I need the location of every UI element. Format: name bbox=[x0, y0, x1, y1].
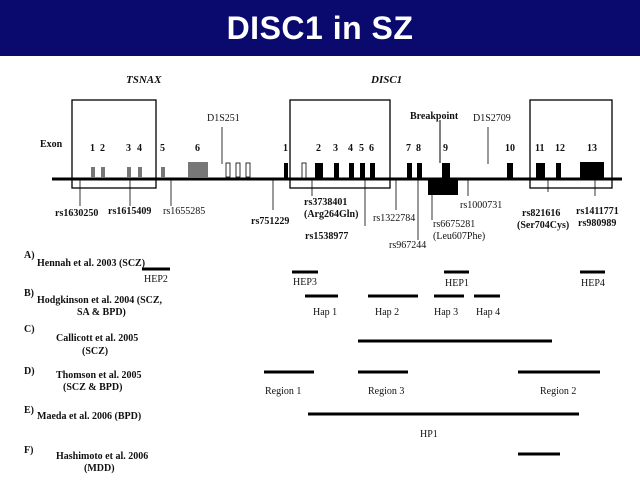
disc1-exon-number-6: 6 bbox=[369, 143, 374, 154]
disc1-exon-number-11: 11 bbox=[535, 143, 545, 154]
rs1000731-label: rs1000731 bbox=[460, 200, 503, 211]
study-d-line1: Thomson et al. 2005 bbox=[56, 370, 142, 381]
rs751229-label: rs751229 bbox=[251, 216, 290, 227]
hep3-label: HEP3 bbox=[293, 277, 317, 288]
exon-label: Exon bbox=[40, 139, 63, 150]
disc1-exon-5 bbox=[360, 163, 365, 178]
region2-label: Region 2 bbox=[540, 386, 577, 397]
tsnax-label: TSNAX bbox=[126, 74, 162, 86]
study-e-line1: Maeda et al. 2006 (BPD) bbox=[37, 411, 142, 422]
study-d-letter: D) bbox=[24, 366, 35, 377]
hep1-label: HEP1 bbox=[445, 278, 469, 289]
study-b-line1: Hodgkinson et al. 2004 (SCZ, bbox=[37, 295, 163, 306]
intergenic-box-3 bbox=[245, 162, 251, 178]
tsnax-exon-number-6: 6 bbox=[195, 143, 200, 154]
disc1-exon-number-13: 13 bbox=[587, 143, 597, 154]
study-e-letter: E) bbox=[24, 405, 34, 416]
hep4-label: HEP4 bbox=[581, 278, 605, 289]
disc1-box-right bbox=[529, 99, 613, 189]
study-a-line1: Hennah et al. 2003 (SCZ) bbox=[37, 258, 146, 269]
disc1-exon-2-open bbox=[301, 162, 307, 179]
disc1-exon-11 bbox=[536, 163, 545, 178]
disc1-exon-4 bbox=[349, 163, 354, 178]
disc1-exon-number-1: 1 bbox=[283, 143, 288, 154]
tsnax-exon-number-5: 5 bbox=[160, 143, 165, 154]
breakpoint-block bbox=[428, 180, 458, 195]
tsnax-exon-1 bbox=[91, 167, 95, 178]
region1-label: Region 1 bbox=[265, 386, 302, 397]
disc1-exon-8 bbox=[417, 163, 422, 178]
disc1-exon-number-10: 10 bbox=[505, 143, 515, 154]
rs980989-label: rs980989 bbox=[578, 218, 617, 229]
ser704cys-label: (Ser704Cys) bbox=[517, 220, 570, 231]
disc1-exon-number-2: 2 bbox=[316, 143, 321, 154]
rs1322784-label: rs1322784 bbox=[373, 213, 416, 224]
intergenic-box-1 bbox=[225, 162, 231, 178]
d1s251-label: D1S251 bbox=[207, 113, 240, 124]
rs1411771-label: rs1411771 bbox=[576, 206, 619, 217]
rs1630250-label: rs1630250 bbox=[55, 208, 99, 219]
tsnax-exon-6 bbox=[188, 162, 208, 178]
d1s2709-label: D1S2709 bbox=[473, 113, 511, 124]
disc1-exon-number-12: 12 bbox=[555, 143, 565, 154]
hap4-label: Hap 4 bbox=[476, 307, 501, 318]
intergenic-box-2 bbox=[235, 162, 241, 178]
hap3-label: Hap 3 bbox=[434, 307, 459, 318]
disc1-exon-number-5: 5 bbox=[359, 143, 364, 154]
rs967244-label: rs967244 bbox=[389, 240, 427, 251]
tsnax-exon-number-1: 1 bbox=[90, 143, 95, 154]
study-f-line2: (MDD) bbox=[84, 463, 115, 474]
disc1-exon-9 bbox=[442, 163, 450, 178]
hap2-label: Hap 2 bbox=[375, 307, 400, 318]
study-c-line2: (SCZ) bbox=[82, 346, 109, 357]
disc1-label: DISC1 bbox=[371, 74, 403, 86]
study-f-letter: F) bbox=[24, 445, 34, 456]
region3-label: Region 3 bbox=[368, 386, 405, 397]
tsnax-exon-5 bbox=[161, 167, 165, 178]
disc1-exon-number-9: 9 bbox=[443, 143, 448, 154]
study-c-letter: C) bbox=[24, 324, 35, 335]
disc1-exon-3 bbox=[334, 163, 339, 178]
rs1615409-label: rs1615409 bbox=[108, 206, 152, 217]
tsnax-exon-4 bbox=[138, 167, 142, 178]
disc1-exon-12 bbox=[556, 163, 561, 178]
study-b-line2: SA & BPD) bbox=[77, 307, 126, 318]
tsnax-exon-3 bbox=[127, 167, 131, 178]
disc1-exon-1 bbox=[284, 163, 288, 178]
study-c-line1: Callicott et al. 2005 bbox=[56, 333, 139, 344]
disc1-exon-6 bbox=[370, 163, 375, 178]
tsnax-exon-number-4: 4 bbox=[137, 143, 142, 154]
disc1-exon-10 bbox=[507, 163, 513, 178]
tsnax-box bbox=[71, 99, 157, 189]
disc1-exon-number-3: 3 bbox=[333, 143, 338, 154]
rs3738401-label: rs3738401 bbox=[304, 197, 348, 208]
disc1-exon-2 bbox=[315, 163, 323, 178]
arg264gln-label: (Arg264Gln) bbox=[304, 209, 359, 220]
tsnax-exon-number-3: 3 bbox=[126, 143, 131, 154]
hp1-label: HP1 bbox=[420, 429, 438, 440]
rs1538977-label: rs1538977 bbox=[305, 231, 349, 242]
hap1-label: Hap 1 bbox=[313, 307, 338, 318]
disc1-exon-number-8: 8 bbox=[416, 143, 421, 154]
slide-title: DISC1 in SZ bbox=[226, 9, 414, 46]
study-d-line2: (SCZ & BPD) bbox=[63, 382, 123, 393]
rs6675281-label: rs6675281 bbox=[433, 219, 476, 230]
leu607phe-label: (Leu607Phe) bbox=[433, 231, 486, 242]
tsnax-exon-number-2: 2 bbox=[100, 143, 105, 154]
disc1-exon-number-7: 7 bbox=[406, 143, 411, 154]
breakpoint-label: Breakpoint bbox=[410, 111, 459, 122]
hep2-label: HEP2 bbox=[144, 274, 168, 285]
disc1-exon-number-4: 4 bbox=[348, 143, 353, 154]
rs1655285-label: rs1655285 bbox=[163, 206, 206, 217]
study-a-letter: A) bbox=[24, 250, 35, 261]
tsnax-exon-2 bbox=[101, 167, 105, 178]
study-f-line1: Hashimoto et al. 2006 bbox=[56, 451, 149, 462]
disc1-exon-7 bbox=[407, 163, 412, 178]
disc1-exon-13 bbox=[580, 162, 604, 178]
title-bar: DISC1 in SZ bbox=[0, 0, 640, 56]
study-b-letter: B) bbox=[24, 288, 34, 299]
rs821616-label: rs821616 bbox=[522, 208, 561, 219]
disc1-box-left bbox=[289, 99, 391, 189]
